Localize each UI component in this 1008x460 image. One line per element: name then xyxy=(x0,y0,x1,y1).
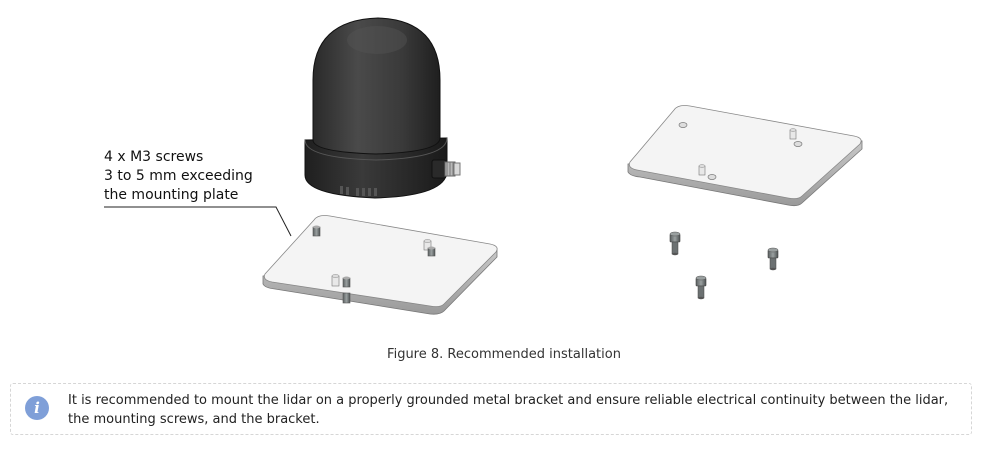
loose-screw xyxy=(695,275,707,300)
plate-screw-heads xyxy=(312,225,436,304)
figure-caption: Figure 8. Recommended installation xyxy=(387,347,621,362)
installation-figure xyxy=(104,17,863,315)
loose-screw xyxy=(669,231,681,256)
callout-line: the mounting plate xyxy=(104,187,239,203)
screw-callout: 4 x M3 screws 3 to 5 mm exceeding the mo… xyxy=(104,148,253,205)
mounting-plate-right xyxy=(627,105,863,207)
callout-line: 4 x M3 screws xyxy=(104,149,204,165)
connector xyxy=(431,159,461,179)
callout-leader xyxy=(104,206,292,237)
info-icon: i xyxy=(25,396,49,420)
mounting-plate-left xyxy=(262,215,498,315)
note-text: It is recommended to mount the lidar on … xyxy=(68,393,949,427)
right-plate-holes xyxy=(678,122,803,180)
info-note: i It is recommended to mount the lidar o… xyxy=(10,383,972,435)
lidar-device xyxy=(304,17,461,199)
loose-screw xyxy=(767,247,779,271)
callout-line: 3 to 5 mm exceeding xyxy=(104,168,253,184)
